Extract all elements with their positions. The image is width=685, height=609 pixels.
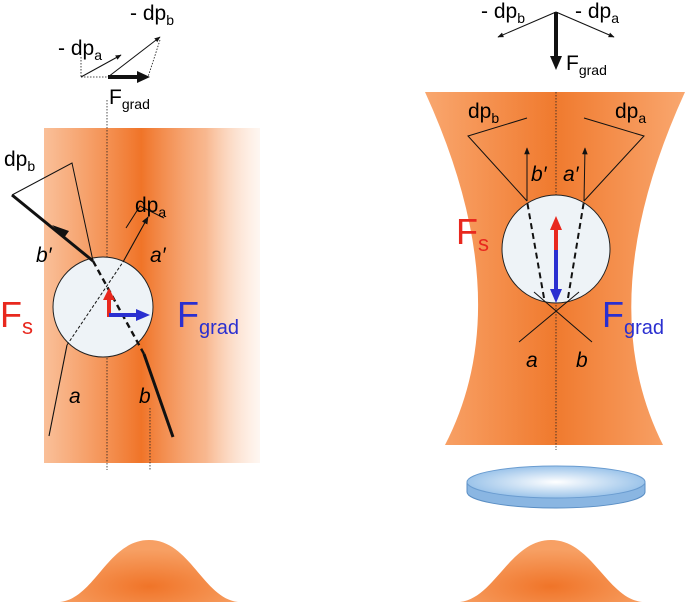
right-b-prime-label: b′ <box>531 163 548 186</box>
left-dpb-label: dpb <box>4 148 35 174</box>
left-fgrad-arrowhead <box>136 309 150 321</box>
left-ray-b-inside <box>91 260 146 355</box>
left-ray-a-inside <box>66 261 124 346</box>
left-ray-b-in <box>142 353 175 438</box>
right-ray-b-inside <box>526 200 545 299</box>
right-ray-b-in <box>533 291 593 343</box>
left-ray-a-in <box>48 344 68 437</box>
right-a-prime-label: a′ <box>563 163 580 186</box>
left-intensity-profile <box>60 540 238 602</box>
left-vec-guide <box>147 39 161 78</box>
right-vec-fgrad-arrowhead <box>550 56 562 70</box>
right-ray-a-out <box>582 147 588 202</box>
left-panel: - dpa - dpb Fgrad dpb dpa b′ a′ a b Fs F… <box>0 2 260 602</box>
right-ray-a-in <box>518 291 580 343</box>
right-fgrad-arrowhead <box>550 289 562 303</box>
left-fs-arrowhead <box>103 288 115 300</box>
left-ray-b-out <box>11 193 94 263</box>
left-ray-a-out <box>122 216 149 263</box>
left-b-prime-label: b′ <box>36 244 53 267</box>
right-fgrad-side-label: Fgrad <box>602 294 664 339</box>
left-neg-dpb-label: - dpb <box>130 2 174 28</box>
right-dpb-label: dpb <box>468 100 499 126</box>
left-ray-b-label: b <box>139 385 151 408</box>
left-fgrad-side-label: Fgrad <box>177 294 239 339</box>
right-fs-label: Fs <box>456 211 489 256</box>
right-dpa-triangle <box>583 117 645 202</box>
left-neg-dpa-label: - dpa <box>58 37 102 63</box>
left-dpa-triangle <box>125 205 165 229</box>
left-vec-neg-dpa <box>80 54 122 78</box>
left-vec-fgrad-arrowhead <box>137 71 150 83</box>
right-vec-neg-dpa <box>555 11 615 38</box>
right-neg-dpb-label: - dpb <box>481 0 525 26</box>
left-ray-b-arrowhead <box>52 225 69 238</box>
left-dpa-label: dpa <box>135 194 166 220</box>
left-dpb-triangle <box>11 162 94 262</box>
right-neg-dpa-label: - dpa <box>575 0 619 26</box>
right-lens <box>466 465 646 509</box>
left-vec-fgrad-label: Fgrad <box>109 86 150 112</box>
left-bead <box>52 256 154 358</box>
right-vec-neg-dpb <box>497 11 557 38</box>
right-panel: - dpb - dpa Fgrad dpb dpa b′ a′ a b Fs F… <box>425 0 685 602</box>
left-ray-a-label: a <box>69 385 81 408</box>
right-intensity-profile <box>460 540 642 602</box>
right-ray-a-label: a <box>526 349 538 372</box>
right-ray-a-inside <box>567 200 585 299</box>
right-dpb-triangle <box>467 117 528 202</box>
left-vec-neg-dpb <box>107 36 161 78</box>
right-vec-fgrad-label: Fgrad <box>566 52 607 78</box>
right-dpa-label: dpa <box>615 100 646 126</box>
left-a-prime-label: a′ <box>150 244 167 267</box>
right-ray-b-label: b <box>576 349 588 372</box>
left-fs-label: Fs <box>0 294 33 339</box>
right-fs-arrowhead <box>550 216 562 230</box>
